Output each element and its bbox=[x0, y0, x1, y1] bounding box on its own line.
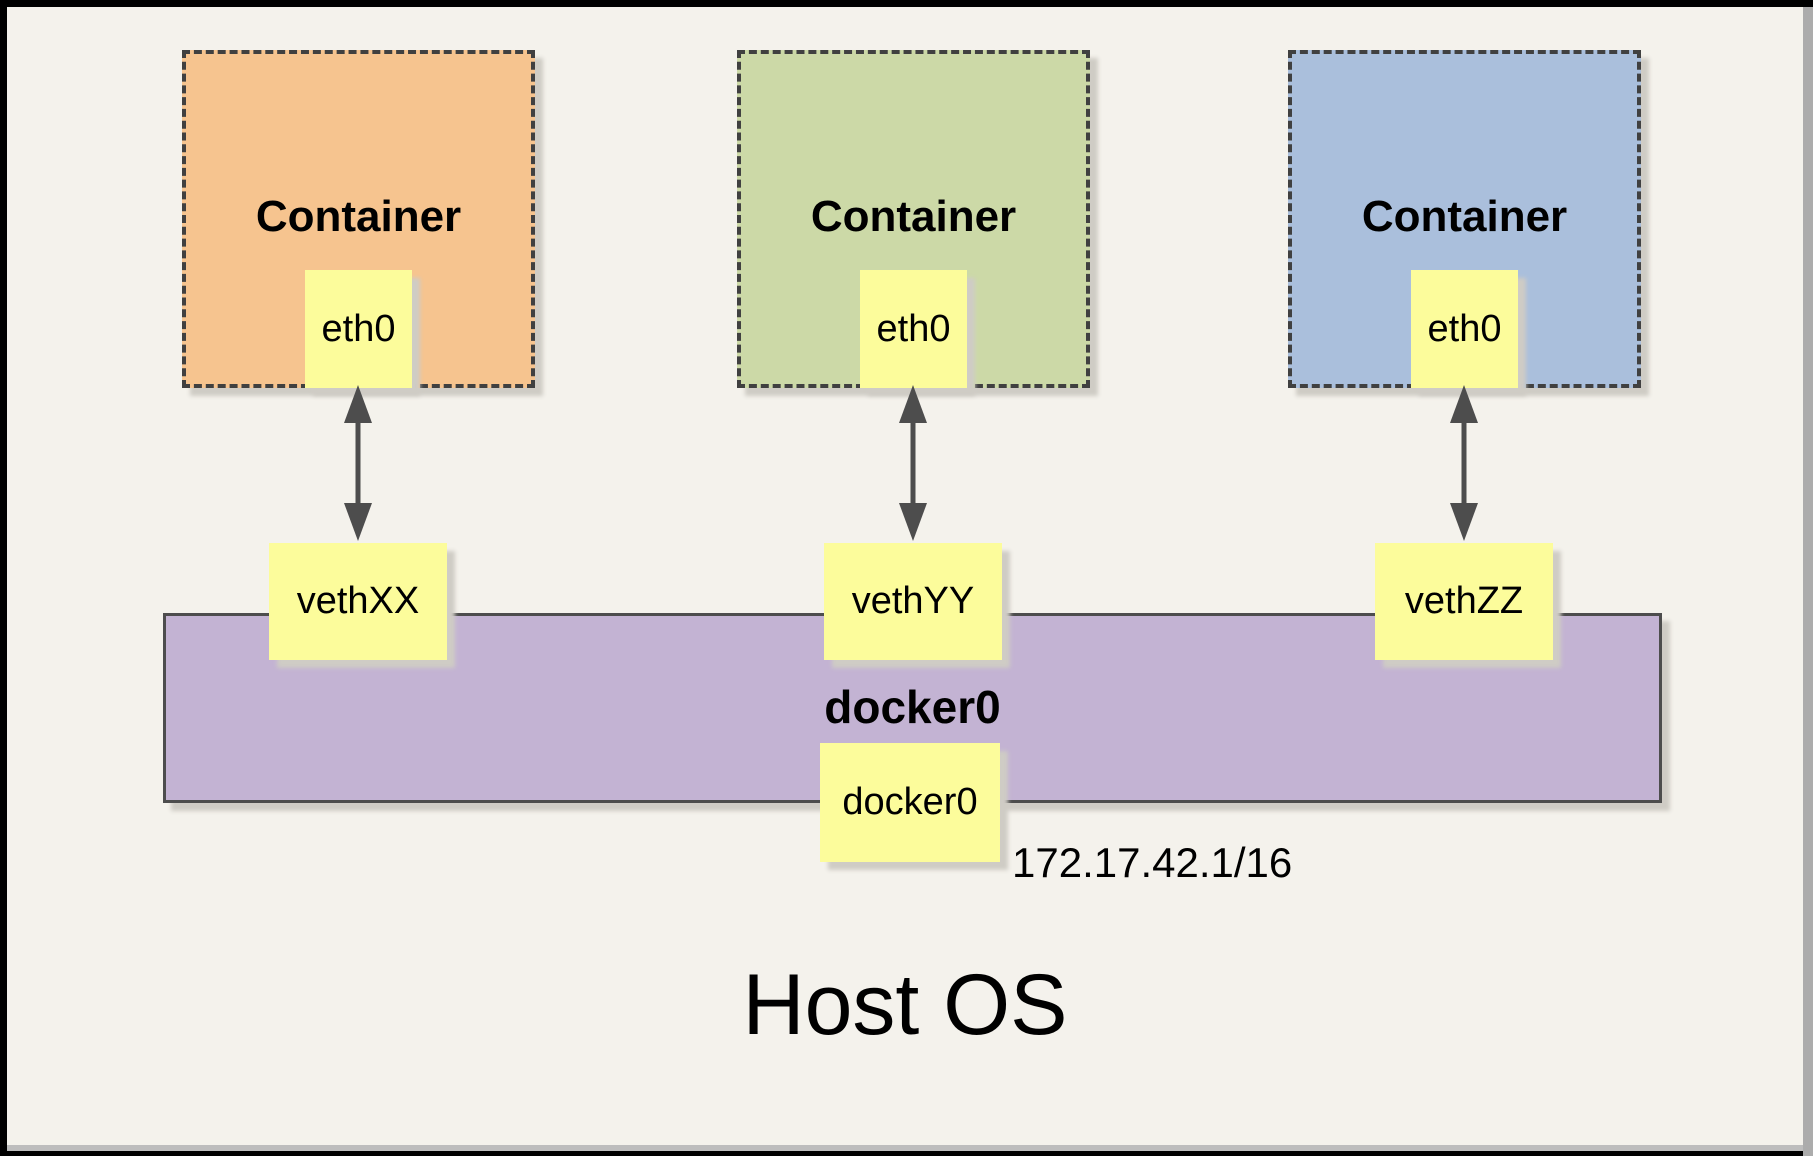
container-1-label: Container bbox=[255, 192, 462, 241]
host-os-label: Host OS bbox=[742, 957, 1068, 1053]
container-2-eth0-label: eth0 bbox=[876, 307, 951, 350]
eth0-veth-arrow-3 bbox=[1450, 385, 1478, 541]
eth0-veth-arrow-2 bbox=[899, 385, 927, 541]
container-1-eth0-box: eth0 bbox=[305, 270, 412, 388]
window-edge-bottom bbox=[7, 1145, 1803, 1151]
diagram-canvas: Container eth0 Container eth0 Container … bbox=[7, 7, 1803, 1145]
veth-label-3: vethZZ bbox=[1404, 580, 1524, 622]
docker0-ip-label: 172.17.42.1/16 bbox=[1012, 839, 1293, 886]
container-3-eth0-label: eth0 bbox=[1427, 307, 1502, 350]
container-2-eth0-box: eth0 bbox=[860, 270, 967, 388]
container-3-eth0-box: eth0 bbox=[1411, 270, 1518, 388]
container-2-label: Container bbox=[810, 192, 1017, 241]
veth-box-2: vethYY bbox=[824, 543, 1002, 660]
container-1-eth0-label: eth0 bbox=[321, 307, 396, 350]
container-box-2: Container eth0 bbox=[737, 50, 1090, 388]
veth-box-1: vethXX bbox=[269, 543, 447, 660]
docker0-interface-label: docker0 bbox=[842, 781, 978, 823]
veth-label-1: vethXX bbox=[296, 580, 420, 622]
container-box-1: Container eth0 bbox=[182, 50, 535, 388]
container-box-3: Container eth0 bbox=[1288, 50, 1641, 388]
veth-box-3: vethZZ bbox=[1375, 543, 1553, 660]
docker0-interface-box: docker0 bbox=[820, 743, 1000, 862]
eth0-veth-arrow-1 bbox=[344, 385, 372, 541]
container-3-label: Container bbox=[1361, 192, 1568, 241]
veth-label-2: vethYY bbox=[851, 580, 975, 622]
docker0-bridge-label: docker0 bbox=[824, 681, 1001, 733]
window-edge-right bbox=[1803, 7, 1813, 1156]
